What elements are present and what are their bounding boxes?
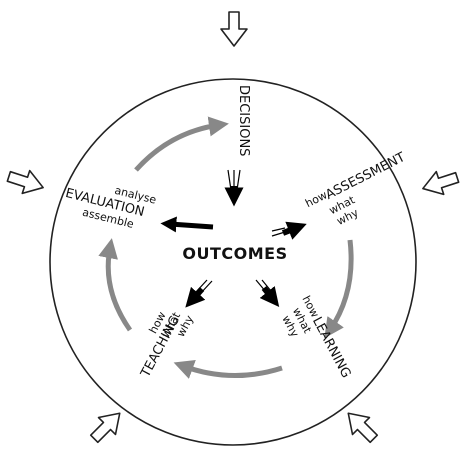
hollow-arrow-icon-top <box>220 11 248 47</box>
radial-arrow-outcomes-to-assessment <box>271 221 307 240</box>
radial-arrow-outcomes-to-teaching <box>185 279 213 308</box>
radial-arrow-outcomes-to-learning <box>255 279 280 307</box>
cycle-arrow-assessment-to-learning <box>324 239 354 339</box>
hollow-arrow-icon-bottom-left <box>89 412 121 444</box>
decisions-label: DECISIONS <box>236 85 251 156</box>
cycle-arrow-evaluation-to-decisions <box>134 116 229 172</box>
hollow-arrow-icon-bottom-right <box>347 412 379 444</box>
hollow-arrow-icon-left <box>6 169 44 195</box>
outcomes-label: OUTCOMES <box>182 244 287 263</box>
radial-arrow-decisions-to-outcomes <box>224 169 244 207</box>
outer-ring <box>49 78 417 446</box>
hollow-arrow-icon-right <box>422 170 460 196</box>
cycle-arrow-teaching-to-evaluation <box>98 238 133 332</box>
radial-arrow-outcomes-to-evaluation <box>160 216 214 233</box>
evaluation-group: analyse EVALUATION assemble <box>64 184 158 231</box>
teaching-group: TEACHING how what why <box>138 310 197 381</box>
cycle-arrow-learning-to-teaching <box>173 360 283 379</box>
